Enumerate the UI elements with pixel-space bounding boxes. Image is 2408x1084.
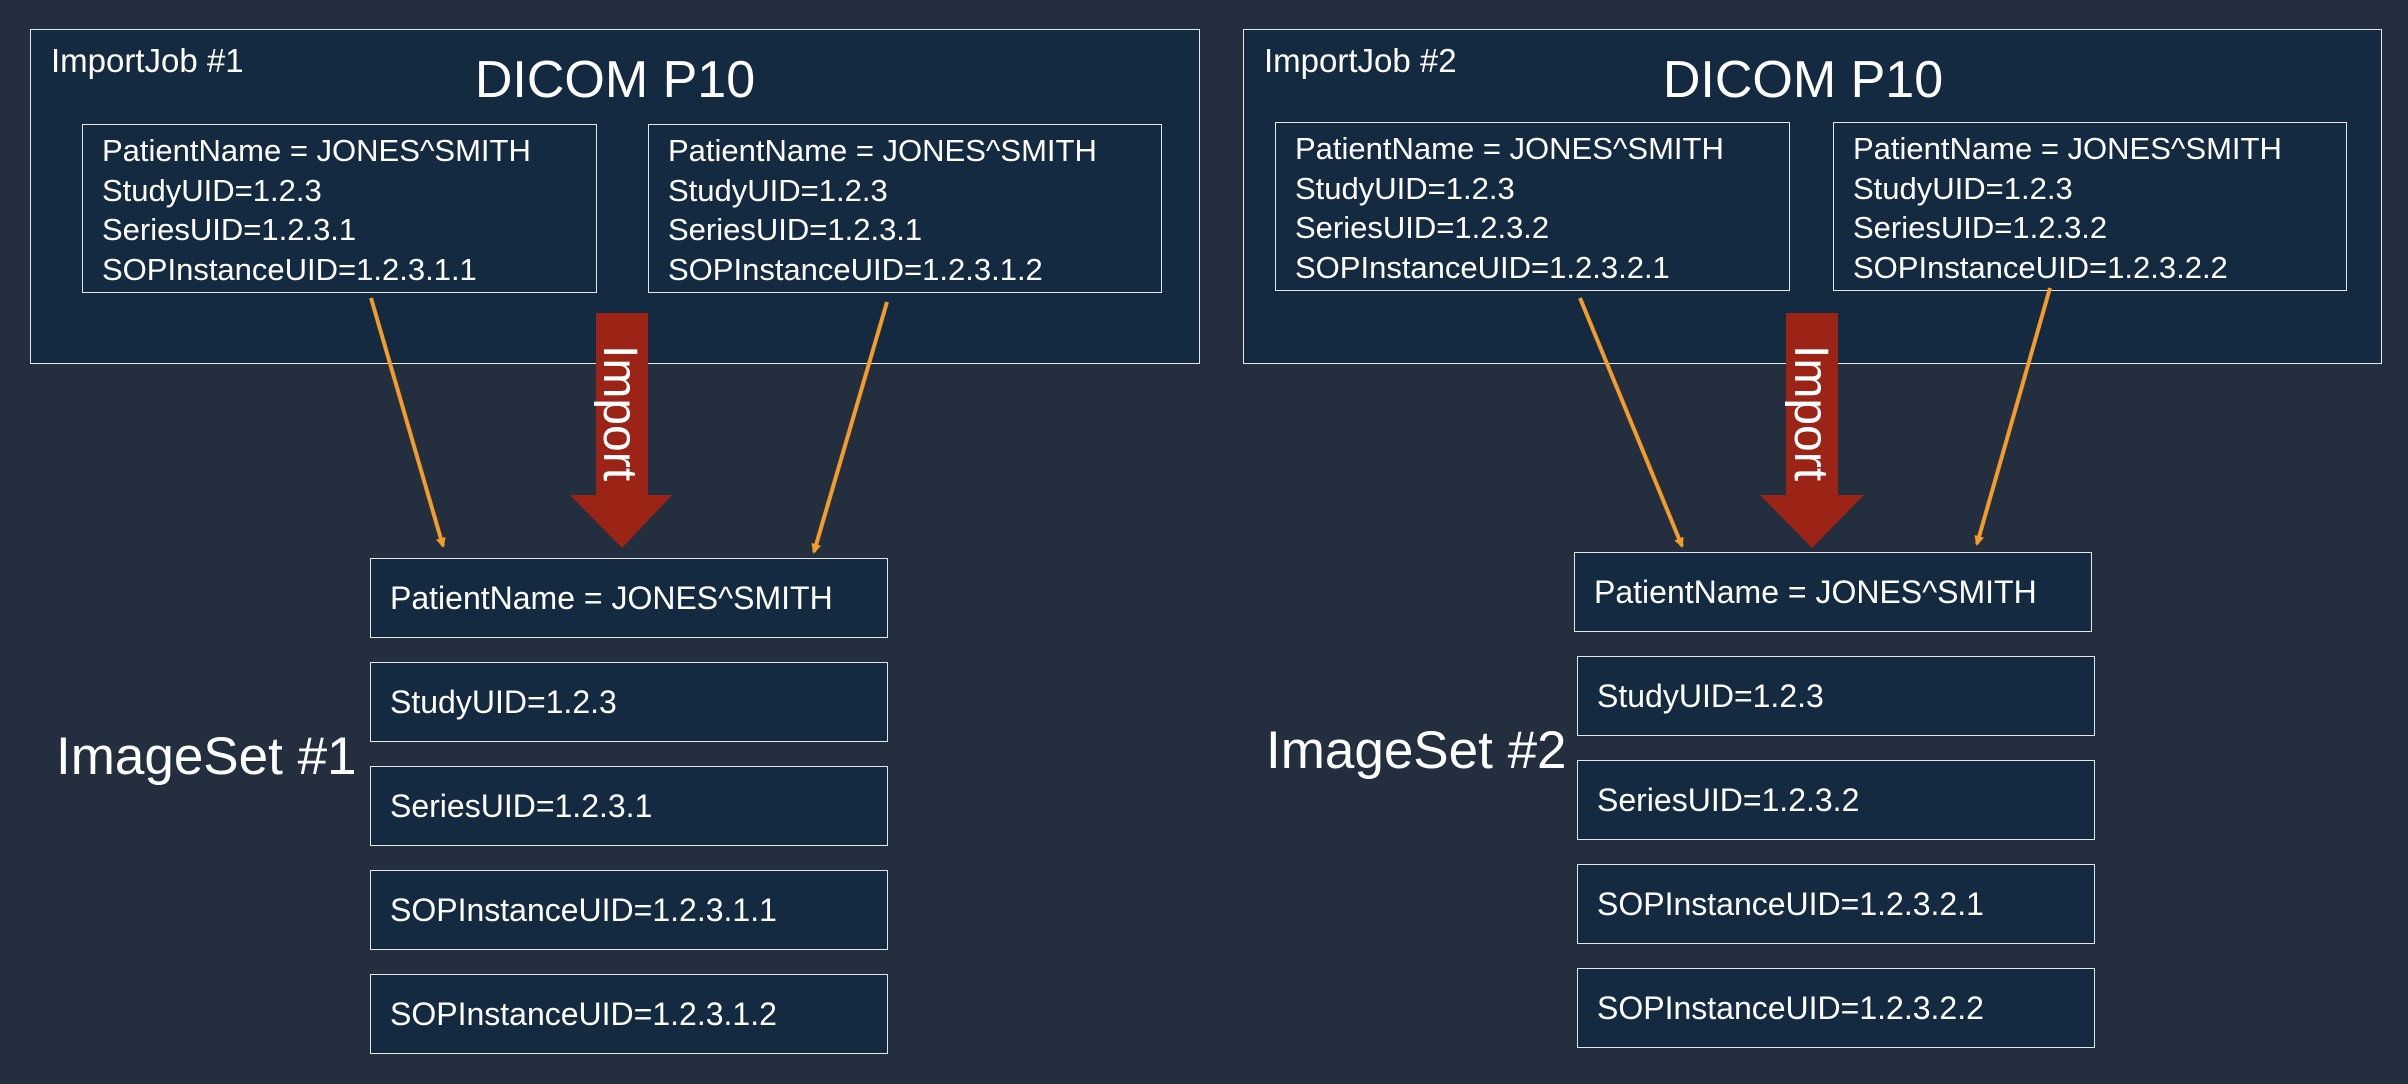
image-set-2-sop-instance-uid-1: SOPInstanceUID=1.2.3.2.1 — [1577, 864, 2095, 944]
file-patient-name: PatientName = JONES^SMITH — [102, 133, 531, 168]
import-job-2-label: ImportJob #2 — [1264, 42, 1457, 79]
file-study-uid: StudyUID=1.2.3 — [1853, 170, 2073, 206]
job-2-dicom-file-1: PatientName = JONES^SMITH StudyUID=1.2.3… — [1275, 122, 1790, 291]
job-1-dicom-file-1: PatientName = JONES^SMITH StudyUID=1.2.3… — [82, 124, 597, 293]
file-patient-name: PatientName = JONES^SMITH — [1295, 131, 1724, 166]
file-sop-instance-uid: SOPInstanceUID=1.2.3.1.2 — [668, 251, 1043, 287]
file-2-to-imageset-1-arrow — [811, 301, 889, 554]
image-set-2-study-uid: StudyUID=1.2.3 — [1577, 656, 2095, 736]
import-arrow-1-label: Import — [593, 345, 646, 481]
file-sop-instance-uid: SOPInstanceUID=1.2.3.2.2 — [1853, 249, 2228, 285]
file-series-uid: SeriesUID=1.2.3.2 — [1295, 210, 1550, 245]
import-job-1-label: ImportJob #1 — [51, 42, 244, 79]
file-patient-name: PatientName = JONES^SMITH — [668, 133, 1097, 168]
import-job-1-title: DICOM P10 — [474, 51, 756, 109]
import-arrow-2: Import — [1760, 313, 1864, 548]
file-series-uid: SeriesUID=1.2.3.1 — [102, 212, 357, 247]
file-series-uid: SeriesUID=1.2.3.1 — [668, 212, 923, 247]
file-study-uid: StudyUID=1.2.3 — [1295, 170, 1515, 206]
image-set-1-patient-name: PatientName = JONES^SMITH — [370, 558, 888, 638]
image-set-1-series-uid: SeriesUID=1.2.3.1 — [370, 766, 888, 846]
image-set-2-sop-instance-uid-2: SOPInstanceUID=1.2.3.2.2 — [1577, 968, 2095, 1048]
image-set-2-patient-name: PatientName = JONES^SMITH — [1574, 552, 2092, 632]
job-2-dicom-file-2: PatientName = JONES^SMITH StudyUID=1.2.3… — [1833, 122, 2347, 291]
image-set-1-sop-instance-uid-1: SOPInstanceUID=1.2.3.1.1 — [370, 870, 888, 950]
import-arrow-1: Import — [570, 313, 672, 548]
image-set-1-sop-instance-uid-2: SOPInstanceUID=1.2.3.1.2 — [370, 974, 888, 1054]
file-1-to-imageset-1-arrow — [369, 297, 446, 548]
file-patient-name: PatientName = JONES^SMITH — [1853, 131, 2282, 166]
file-study-uid: StudyUID=1.2.3 — [668, 172, 888, 208]
import-job-2-title: DICOM P10 — [1662, 51, 1944, 109]
file-2-to-imageset-2-arrow — [1974, 287, 2052, 546]
image-set-2-label: ImageSet #2 — [1266, 721, 1567, 780]
image-set-2-series-uid: SeriesUID=1.2.3.2 — [1577, 760, 2095, 840]
image-set-1-label: ImageSet #1 — [56, 727, 357, 786]
file-study-uid: StudyUID=1.2.3 — [102, 172, 322, 208]
file-1-to-imageset-2-arrow — [1578, 297, 1684, 548]
image-set-1-study-uid: StudyUID=1.2.3 — [370, 662, 888, 742]
job-1-dicom-file-2: PatientName = JONES^SMITH StudyUID=1.2.3… — [648, 124, 1162, 293]
import-arrow-2-label: Import — [1784, 345, 1837, 481]
file-sop-instance-uid: SOPInstanceUID=1.2.3.2.1 — [1295, 249, 1670, 285]
file-sop-instance-uid: SOPInstanceUID=1.2.3.1.1 — [102, 251, 477, 287]
file-series-uid: SeriesUID=1.2.3.2 — [1853, 210, 2108, 245]
